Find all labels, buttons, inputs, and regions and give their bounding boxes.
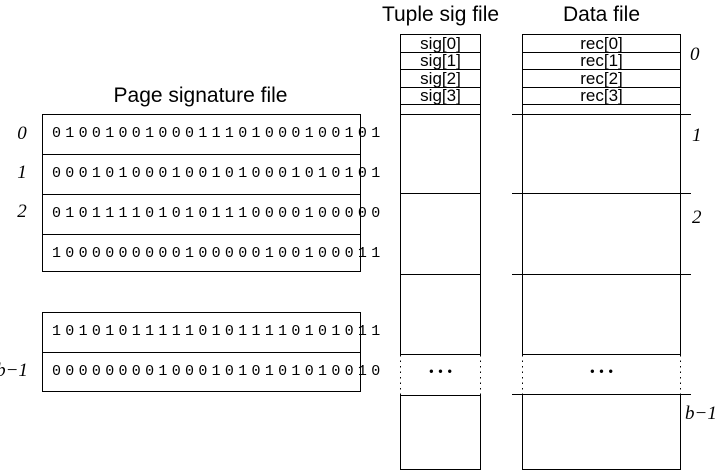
page-boundary-line: [512, 274, 691, 275]
rec-entry: rec[3]: [580, 86, 623, 105]
tuple-sig-box: sig[0] sig[1] sig[2] sig[3]: [400, 34, 481, 355]
page-signature-box-bottom: 1010101111101011110101011 00000000100010…: [42, 312, 385, 392]
rec-entry: rec[0]: [580, 34, 623, 53]
entry-divider: [523, 87, 680, 88]
page-label-b-minus-1: b−1: [685, 403, 717, 424]
dotted-edge: [480, 355, 482, 395]
dotted-edge: [400, 355, 402, 395]
entry-divider: [401, 52, 480, 53]
entry-divider: [523, 52, 680, 53]
page-signature-box-top: 0100100100011101000100101 00010100010010…: [42, 114, 385, 274]
page-label-1: 1: [692, 125, 702, 146]
dotted-edge: [522, 355, 524, 395]
row-label-2: 2: [17, 201, 27, 222]
page-boundary-line: [512, 394, 691, 395]
rec-entry: rec[1]: [580, 51, 623, 70]
bit-row: 0100100100011101000100101: [52, 125, 385, 142]
page-boundary-line: [401, 193, 480, 194]
bit-row: 0000000010001010101010010: [43, 352, 380, 392]
row-label-b-minus-1: b−1: [0, 360, 28, 381]
bit-row: 1010101111101011110101011: [52, 323, 385, 340]
page-label-2: 2: [692, 207, 702, 228]
data-file-ellipsis: •••: [590, 364, 618, 378]
page-boundary-line: [512, 114, 691, 115]
bit-row: 0101111010101110000100000: [43, 194, 380, 234]
row-label-0: 0: [17, 123, 27, 144]
sig-entry: sig[1]: [420, 51, 461, 70]
page-label-0: 0: [690, 44, 700, 65]
row-label-1: 1: [17, 162, 27, 183]
bit-row: 1000000000100000100100011: [43, 234, 380, 274]
page-signature-file-title: Page signature file: [113, 84, 288, 107]
entry-divider: [523, 104, 680, 105]
page-boundary-line: [512, 193, 691, 194]
entry-divider: [523, 69, 680, 70]
bit-row: 0001010001001010001010101: [43, 154, 380, 194]
entry-divider: [401, 104, 480, 105]
data-file-title: Data file: [562, 3, 641, 26]
tuple-sig-box-last: [400, 395, 481, 470]
sig-entry: sig[0]: [420, 34, 461, 53]
sig-entry: sig[3]: [420, 86, 461, 105]
tuple-sig-ellipsis: •••: [429, 364, 457, 378]
page-boundary-line: [401, 274, 480, 275]
tuple-sig-file-title: Tuple sig file: [381, 3, 500, 26]
entry-divider: [401, 87, 480, 88]
data-file-box: rec[0] rec[1] rec[2] rec[3]: [522, 34, 681, 355]
sig-entry: sig[2]: [420, 69, 461, 88]
page-boundary-line: [401, 114, 480, 115]
dotted-edge: [680, 355, 682, 395]
entry-divider: [401, 69, 480, 70]
rec-entry: rec[2]: [580, 69, 623, 88]
data-file-box-last: [522, 395, 681, 470]
